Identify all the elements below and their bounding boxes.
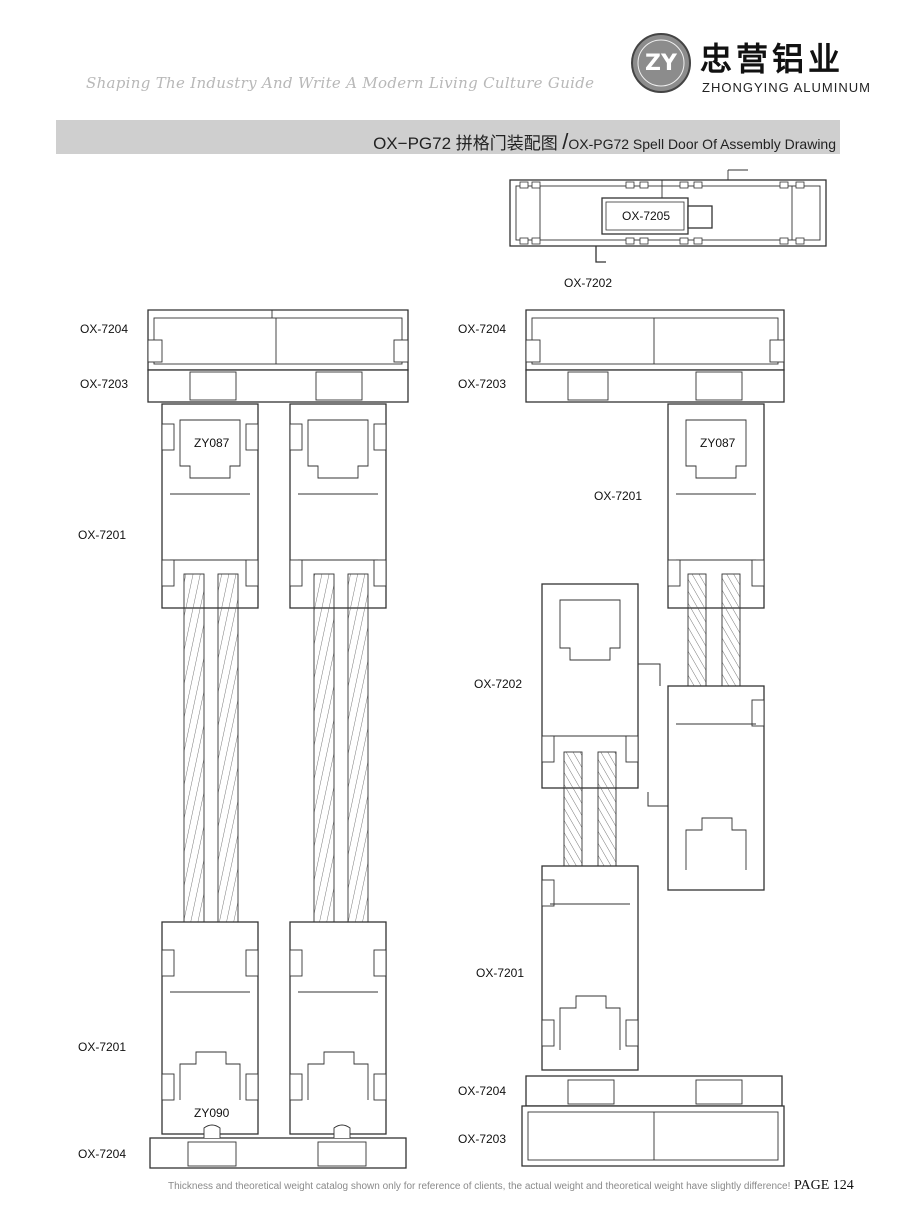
left-assembly: [147, 309, 409, 1169]
title-main: OX−PG72 拼格门装配图: [373, 134, 558, 153]
brand-name-en: ZHONGYING ALUMINUM: [702, 80, 871, 95]
label-left-ox7201-upper: OX-7201: [78, 528, 127, 542]
logo-text: ZY: [645, 51, 678, 76]
brand-name-cn: 忠营铝业: [700, 40, 845, 78]
label-left-ox7204-bottom: OX-7204: [78, 1147, 127, 1161]
slogan: Shaping The Industry And Write A Modern …: [86, 74, 595, 92]
page-number: PAGE 124: [794, 1178, 854, 1193]
label-top-ox7205: OX-7205: [622, 209, 671, 223]
label-top-ox7202: OX-7202: [564, 276, 613, 290]
label-right-ox7204-top: OX-7204: [458, 322, 507, 336]
label-left-ox7204-top: OX-7204: [80, 322, 129, 336]
title-sub: OX-PG72 Spell Door Of Assembly Drawing: [568, 136, 836, 152]
title-bar: OX−PG72 拼格门装配图 /OX-PG72 Spell Door Of As…: [56, 120, 840, 154]
label-right-ox7201-upper: OX-7201: [594, 489, 643, 503]
label-left-zy090: ZY090: [194, 1106, 230, 1120]
label-right-ox7202: OX-7202: [474, 677, 523, 691]
footer-disclaimer: Thickness and theoretical weight catalog…: [168, 1181, 791, 1192]
label-right-ox7203-bottom: OX-7203: [458, 1132, 507, 1146]
label-right-ox7201-lower: OX-7201: [476, 966, 525, 980]
right-assembly: [521, 309, 785, 1167]
page-title: OX−PG72 拼格门装配图 /OX-PG72 Spell Door Of As…: [373, 129, 836, 155]
label-right-ox7204-bottom: OX-7204: [458, 1084, 507, 1098]
top-detail: [509, 169, 827, 263]
zy-logo-icon: ZY: [631, 33, 691, 93]
label-right-ox7203-top: OX-7203: [458, 377, 507, 391]
label-left-ox7203-top: OX-7203: [80, 377, 129, 391]
label-left-zy087: ZY087: [194, 436, 230, 450]
title-separator: /: [562, 129, 569, 154]
label-left-ox7201-lower: OX-7201: [78, 1040, 127, 1054]
label-right-zy087: ZY087: [700, 436, 736, 450]
